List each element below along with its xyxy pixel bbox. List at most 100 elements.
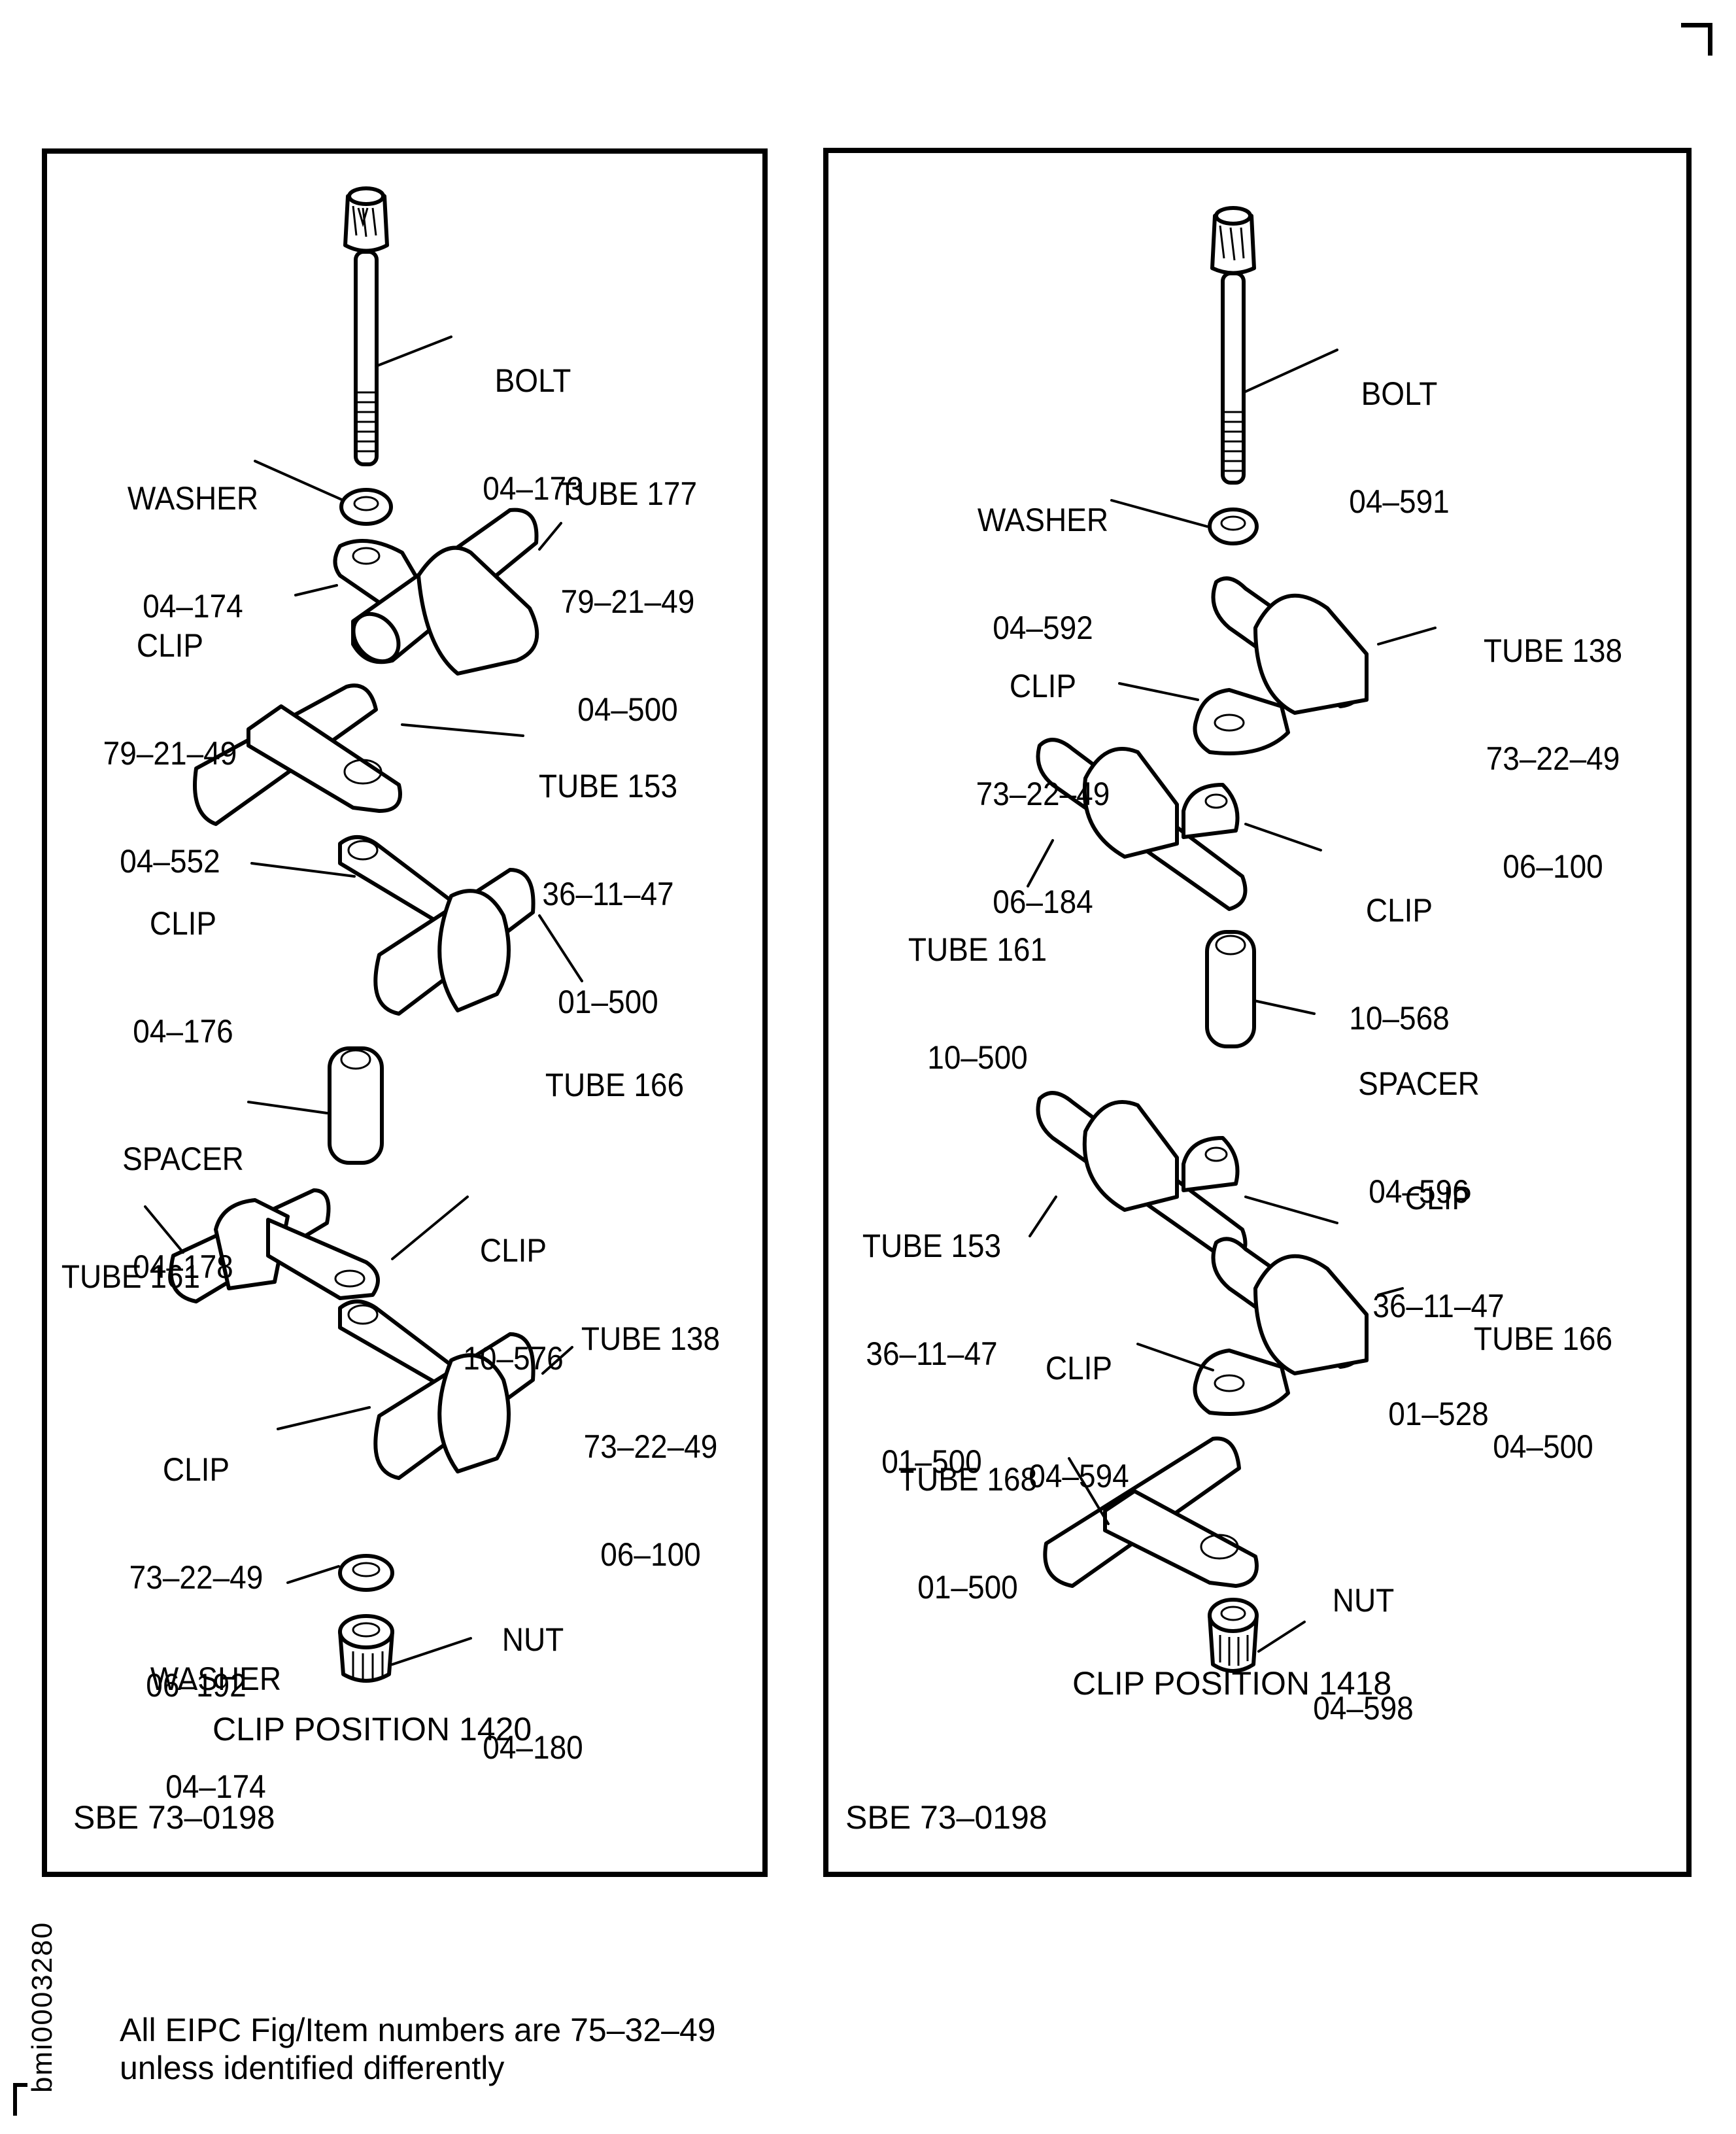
callout-text: 73–22–49: [976, 776, 1110, 812]
callout-tube-153: TUBE 153 36–11–47 01–500: [527, 697, 689, 1056]
callout-text: TUBE 168: [898, 1461, 1038, 1498]
caption-clip-position-1420: CLIP POSITION 1420: [213, 1711, 532, 1747]
reference-sbe-left: SBE 73–0198: [73, 1799, 275, 1836]
callout-text: 06–192: [146, 1667, 247, 1704]
clip-with-tube-153-right-icon: [1036, 1091, 1248, 1264]
washer-right-icon: [1208, 508, 1259, 545]
callout-text: CLIP: [136, 627, 204, 664]
clip-with-tube-166-icon: [338, 835, 536, 1016]
spacer-icon: [328, 1046, 384, 1165]
caption-clip-position-1418: CLIP POSITION 1418: [1072, 1665, 1392, 1702]
bolt-right-icon: [1210, 206, 1256, 485]
callout-text: 04–174: [165, 1768, 266, 1805]
callout-text: 04–596: [1369, 1173, 1469, 1210]
callout-bolt-04-591: BOLT 04–591: [1333, 304, 1465, 556]
callout-clip-10-576: CLIP 10–576: [444, 1161, 583, 1413]
bolt-icon: [343, 186, 389, 466]
callout-text: 01–500: [881, 1443, 982, 1480]
callout-tube-177: TUBE 177 79–21–49 04–500: [547, 404, 709, 764]
callout-text: NUT: [1332, 1582, 1395, 1619]
callout-text: 73–22–49: [583, 1428, 718, 1465]
callout-clip-10-568: CLIP 10–568: [1333, 821, 1465, 1073]
callout-text: TUBE 166: [1473, 1320, 1613, 1357]
eipc-note: All EIPC Fig/Item numbers are 75–32–49 u…: [120, 2011, 716, 2087]
clip-with-tube-168-right-icon: [1043, 1436, 1259, 1588]
callout-text: 04–173: [483, 470, 583, 507]
clip-with-tube-138-icon: [338, 1299, 536, 1480]
callout-tube-161-right: TUBE 161 10–500: [906, 860, 1050, 1112]
callout-bolt-04-173: BOLT 04–173: [464, 291, 602, 543]
leader-lines-left: [144, 336, 583, 1666]
callout-text: 04–174: [143, 588, 243, 625]
clip-with-tube-177-icon: [333, 508, 539, 676]
callout-text: 79–21–49: [103, 735, 237, 772]
callout-text: 36–11–47: [1372, 1288, 1505, 1324]
callout-text: 04–598: [1313, 1690, 1414, 1727]
washer-icon: [339, 488, 393, 526]
clip-position-1420-panel: [42, 148, 768, 1877]
callout-text: TUBE 138: [581, 1320, 721, 1357]
callout-text: 10–500: [927, 1039, 1028, 1076]
callout-text: 79–21–49: [560, 583, 695, 620]
callout-text: 04–180: [483, 1729, 583, 1766]
callout-tube-166: TUBE 166: [530, 995, 699, 1139]
callout-text: 73–22–49: [1486, 740, 1620, 777]
callout-text: WASHER: [127, 480, 259, 517]
callout-clip-06-184: CLIP 73–22–49 06–184: [962, 596, 1124, 956]
callout-nut-04-180: NUT 04–180: [464, 1550, 602, 1802]
callout-text: 73–22–49: [129, 1559, 264, 1596]
callout-text: 36–11–47: [866, 1335, 998, 1372]
callout-text: TUBE 153: [862, 1228, 1002, 1264]
callout-text: CLIP: [1365, 892, 1433, 929]
nut-icon: [338, 1614, 394, 1683]
callout-tube-161: TUBE 161: [59, 1187, 203, 1331]
callout-clip-01-528: CLIP 36–11–47 01–528: [1357, 1109, 1520, 1468]
callout-text: 04–500: [577, 691, 678, 728]
clip-with-tube-161-icon: [169, 1188, 380, 1303]
callout-tube-168-right: TUBE 168 01–500: [887, 1390, 1049, 1642]
callout-text: 04–591: [1349, 483, 1450, 520]
callout-text: 04–552: [120, 843, 220, 880]
leader-lines-right: [1027, 349, 1437, 1653]
callout-clip-06-192: CLIP 73–22–49 06–192: [115, 1380, 277, 1740]
callout-text: CLIP: [1009, 668, 1077, 704]
callout-tube-138-right: TUBE 138 73–22–49 06–100: [1469, 561, 1637, 921]
clip-with-tube-153-icon: [193, 683, 402, 826]
clip-with-tube-166-right-icon: [1193, 1237, 1369, 1416]
clip-with-tube-138-right-icon: [1193, 576, 1369, 755]
callout-text: BOLT: [1361, 375, 1438, 412]
callout-text: 04–176: [133, 1013, 233, 1050]
clip-with-tube-161-right-icon: [1036, 738, 1248, 911]
callout-text: 01–500: [917, 1569, 1018, 1606]
note-line: unless identified differently: [120, 2050, 505, 2086]
callout-text: 10–576: [463, 1340, 564, 1377]
callout-text: BOLT: [494, 362, 571, 399]
callout-text: TUBE 161: [61, 1258, 201, 1295]
callout-clip-04-552: CLIP 79–21–49 04–552: [89, 556, 251, 916]
callout-text: CLIP: [479, 1232, 547, 1269]
callout-clip-04-594: CLIP 04–594: [1013, 1279, 1145, 1530]
callout-washer-04-174-bottom: WASHER 04–174: [135, 1589, 297, 1841]
callout-tube-138: TUBE 138 73–22–49 06–100: [570, 1249, 732, 1609]
callout-text: 04–592: [993, 610, 1093, 646]
callout-tube-166-right: TUBE 166 04–500: [1459, 1249, 1627, 1501]
callout-text: CLIP: [1404, 1180, 1472, 1216]
callout-text: 04–178: [133, 1248, 233, 1285]
figure-id: bmi0003280: [26, 1921, 58, 2093]
callout-text: 06–184: [993, 884, 1093, 920]
crop-corner-mark: [1681, 23, 1712, 56]
reference-sbe-right: SBE 73–0198: [845, 1799, 1047, 1836]
callout-clip-04-176: CLIP 04–176: [117, 834, 249, 1086]
note-line: All EIPC Fig/Item numbers are 75–32–49: [120, 2012, 716, 2048]
clip-position-1418-panel: [823, 148, 1692, 1877]
callout-text: CLIP: [149, 905, 217, 942]
nut-right-icon: [1208, 1598, 1259, 1673]
callout-text: 01–528: [1388, 1396, 1489, 1432]
callout-text: 04–500: [1493, 1428, 1593, 1465]
callout-text: TUBE 153: [538, 768, 678, 804]
callout-text: SPACER: [1358, 1065, 1480, 1102]
callout-text: 36–11–47: [542, 876, 674, 912]
callout-text: WASHER: [977, 502, 1109, 538]
callout-spacer-04-596: SPACER 04–596: [1347, 994, 1491, 1246]
